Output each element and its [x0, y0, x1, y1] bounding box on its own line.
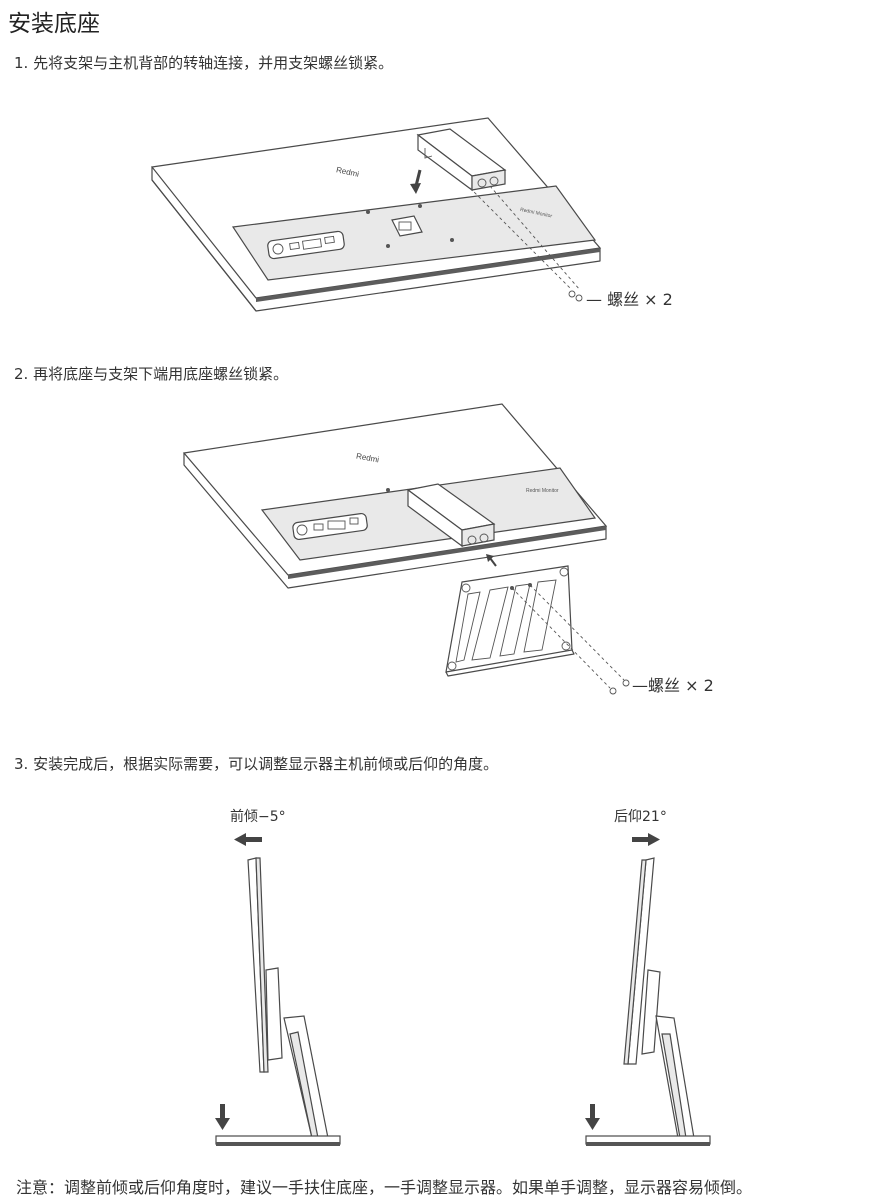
backward-tilt-label: 后仰21°: [614, 809, 667, 825]
monitor-side-backward: [623, 857, 695, 1139]
io-ports: [267, 230, 345, 260]
base-plate: [445, 565, 575, 677]
stand-neck: [406, 483, 496, 548]
brand-logo: Redmi: [355, 452, 380, 465]
step-2-instruction: 2. 再将底座与支架下端用底座螺丝锁紧。: [14, 365, 289, 383]
backward-arrow-icon: [632, 833, 660, 846]
monitor-side-forward: [247, 857, 329, 1139]
screw-guide-lines: [469, 185, 581, 291]
figure-2-illustration: Redmi Redmi Monitor: [182, 403, 630, 695]
screw-count-label: — 螺丝 × 2: [586, 290, 673, 309]
down-arrow-icon: [215, 1104, 230, 1130]
base-forward: [215, 1135, 341, 1146]
page-title: 安装底座: [8, 11, 100, 37]
figure-3-illustration: [215, 833, 711, 1146]
hinge-mount: [366, 204, 454, 248]
down-arrow-icon: [585, 1104, 600, 1130]
screw-icon: [568, 290, 583, 302]
figure-1-illustration: Redmi Redmi Monitor: [150, 117, 602, 312]
stand-neck: [416, 128, 507, 192]
step-1-instruction: 1. 先将支架与主机背部的转轴连接，并用支架螺丝锁紧。: [14, 54, 394, 72]
io-ports: [292, 512, 368, 541]
forward-arrow-icon: [234, 833, 262, 846]
down-arrow-icon: [410, 169, 422, 194]
screw-icon: [609, 679, 630, 695]
model-mark: Redmi Monitor: [526, 488, 559, 494]
screw-guide-lines: [511, 584, 625, 689]
up-arrow-icon: [486, 554, 497, 567]
base-backward: [585, 1135, 711, 1146]
safety-note: 注意：调整前倾或后仰角度时，建议一手扶住底座，一手调整显示器。如果单手调整，显示…: [16, 1178, 753, 1197]
screw-count-label: —螺丝 × 2: [632, 676, 714, 695]
forward-tilt-label: 前倾−5°: [230, 809, 286, 825]
step-3-instruction: 3. 安装完成后，根据实际需要，可以调整显示器主机前倾或后仰的角度。: [14, 755, 499, 773]
